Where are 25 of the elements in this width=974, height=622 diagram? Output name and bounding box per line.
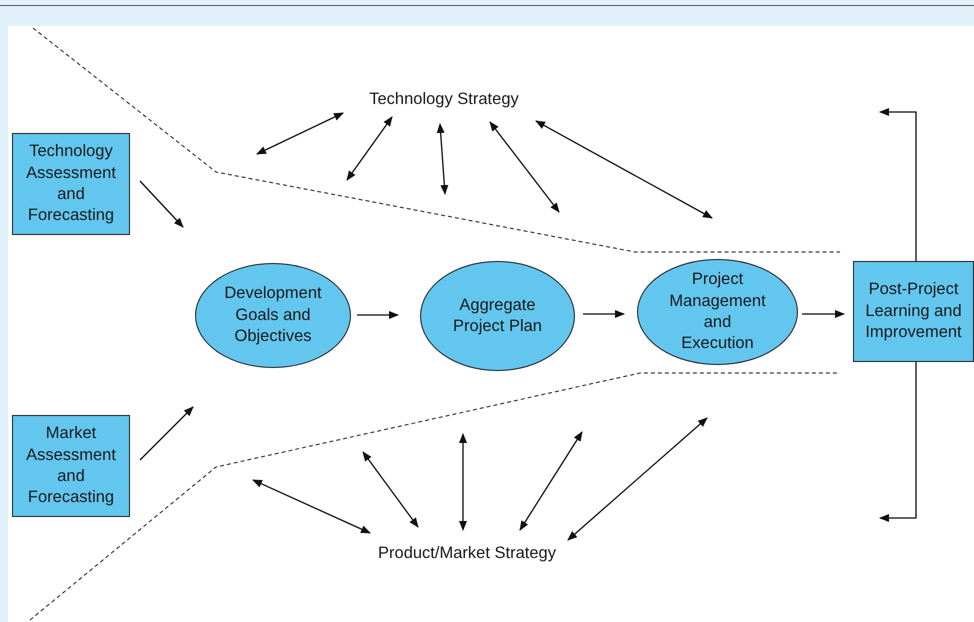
process-box: Technology Assessment and Forecasting bbox=[12, 133, 130, 235]
arrow bbox=[583, 310, 625, 318]
arrow bbox=[346, 116, 393, 181]
process-box: Market Assessment and Forecasting bbox=[12, 415, 130, 517]
process-ellipse: Development Goals and Objectives bbox=[195, 263, 351, 368]
arrow bbox=[535, 120, 713, 219]
arrow bbox=[256, 112, 344, 155]
arrow bbox=[357, 311, 399, 319]
arrow bbox=[489, 121, 560, 213]
arrow bbox=[436, 123, 448, 195]
arrow bbox=[140, 180, 184, 228]
arrow bbox=[879, 362, 917, 522]
arrow bbox=[362, 451, 419, 528]
arrow bbox=[802, 310, 845, 318]
arrow bbox=[879, 108, 917, 261]
arrow bbox=[140, 406, 194, 460]
arrow bbox=[567, 417, 708, 541]
process-ellipse: Aggregate Project Plan bbox=[420, 261, 575, 371]
process-ellipse: Project Management and Execution bbox=[637, 259, 798, 365]
strategy-label: Technology Strategy bbox=[350, 88, 538, 112]
process-box: Post-Project Learning and Improvement bbox=[853, 261, 974, 362]
strategy-label: Product/Market Strategy bbox=[358, 542, 576, 566]
arrow bbox=[459, 433, 467, 531]
arrow bbox=[252, 479, 371, 534]
arrow bbox=[519, 431, 583, 531]
